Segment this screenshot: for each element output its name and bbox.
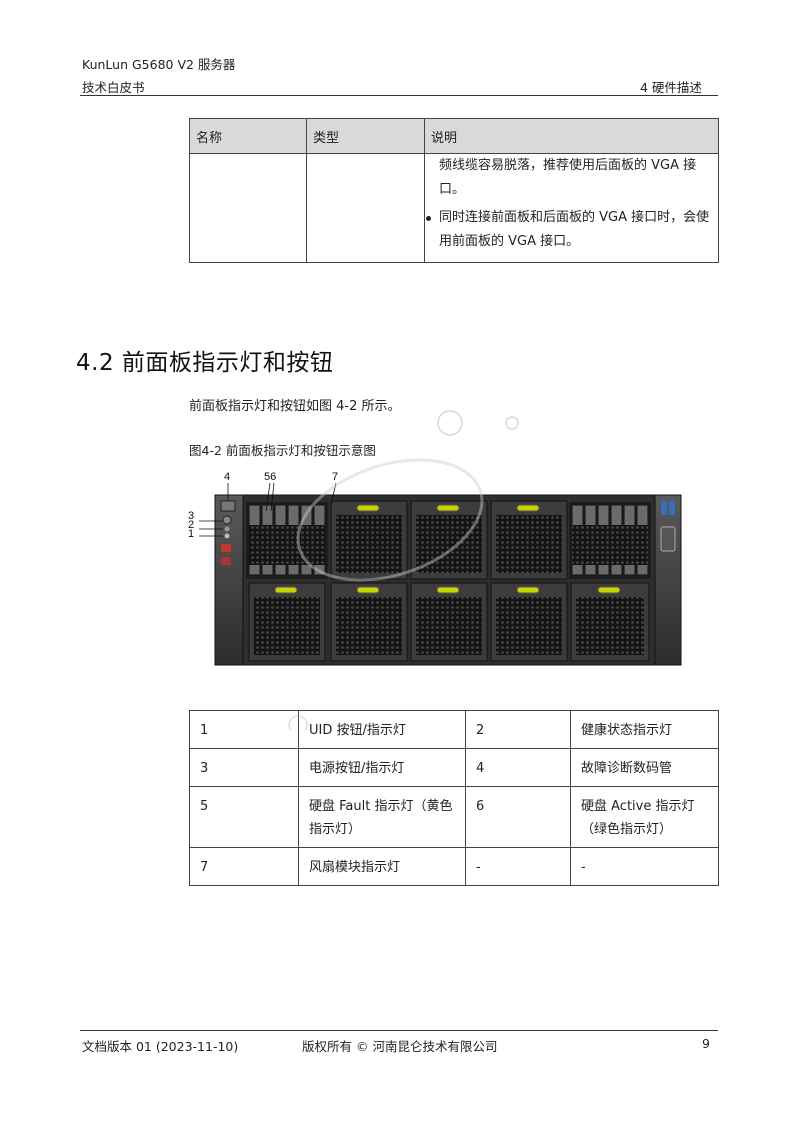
legend-row: 1 UID 按钮/指示灯 2 健康状态指示灯 [189, 710, 719, 749]
legend-num: - [465, 847, 571, 886]
callout-4: 4 [224, 471, 230, 483]
power-button-icon [222, 515, 232, 525]
desc-bullet-item: 同时连接前面板和后面板的 VGA 接口时，会使用前面板的 VGA 接口。 [425, 206, 718, 254]
legend-label: 风扇模块指示灯 [298, 847, 466, 886]
cell-type [306, 153, 425, 263]
health-led [224, 526, 230, 532]
legend-table: 1 UID 按钮/指示灯 2 健康状态指示灯 3 电源按钮/指示灯 4 故障诊断… [189, 710, 719, 886]
section-intro: 前面板指示灯和按钮如图 4-2 所示。 [189, 399, 401, 414]
callout-56: 56 [264, 471, 276, 483]
legend-label: UID 按钮/指示灯 [298, 710, 466, 749]
legend-label: 故障诊断数码管 [570, 748, 719, 787]
legend-row: 7 风扇模块指示灯 - - [189, 847, 719, 886]
col-header-name: 名称 [189, 118, 307, 154]
callout-lines [199, 482, 337, 537]
figure-caption: 图4-2 前面板指示灯和按钮示意图 [189, 443, 376, 458]
legend-num: 7 [189, 847, 299, 886]
footer-rule [80, 1030, 718, 1031]
usb-port-icon-2 [221, 557, 231, 565]
legend-num: 1 [189, 710, 299, 749]
legend-label: 电源按钮/指示灯 [298, 748, 466, 787]
cell-desc: 频线缆容易脱落，推荐使用后面板的 VGA 接口。 同时连接前面板和后面板的 VG… [424, 153, 719, 263]
callout-2: 2 [188, 519, 194, 531]
footer-version: 文档版本 01 (2023-11-10) [82, 1039, 239, 1054]
header-chapter: 4 硬件描述 [640, 80, 702, 95]
legend-row: 3 电源按钮/指示灯 4 故障诊断数码管 [189, 748, 719, 787]
diagnostic-display [220, 500, 236, 512]
fan-module-bottom-1 [248, 582, 326, 662]
legend-label: 硬盘 Active 指示灯（绿色指示灯） [570, 786, 719, 848]
section-title: 4.2 前面板指示灯和按钮 [76, 350, 334, 376]
fan-module-top-3 [490, 500, 568, 580]
legend-num: 5 [189, 786, 299, 848]
usb-blue-icon [661, 501, 667, 515]
legend-num: 3 [189, 748, 299, 787]
cell-name [189, 153, 307, 263]
footer-copyright: 版权所有 © 河南昆仑技术有限公司 [302, 1039, 498, 1054]
legend-num: 2 [465, 710, 571, 749]
front-panel-figure: 4 56 7 3 2 1 [188, 471, 682, 666]
uid-button-icon [224, 533, 230, 539]
fan-module-bottom-3 [410, 582, 488, 662]
legend-row: 5 硬盘 Fault 指示灯（黄色指示灯） 6 硬盘 Active 指示灯（绿色… [189, 786, 719, 848]
page-number: 9 [702, 1036, 710, 1051]
header-product: KunLun G5680 V2 服务器 [82, 57, 236, 72]
usb-blue-icon-2 [669, 501, 675, 515]
callout-1: 1 [188, 528, 194, 540]
drive-cage-right [569, 502, 651, 579]
desc-continued-text: 频线缆容易脱落，推荐使用后面板的 VGA 接口。 [439, 158, 697, 197]
fan-module-top-2 [410, 500, 488, 580]
right-ear [654, 494, 682, 666]
header-rule [80, 95, 718, 96]
legend-num: 6 [465, 786, 571, 848]
drive-cage-left [246, 502, 328, 579]
interfaces-table-continued: 名称 类型 说明 频线缆容易脱落，推荐使用后面板的 VGA 接口。 同时连接前面… [189, 118, 719, 263]
fan-module-top-1 [330, 500, 408, 580]
header-doc-type: 技术白皮书 [82, 80, 145, 95]
legend-label: - [570, 847, 719, 886]
fan-module-bottom-2 [330, 582, 408, 662]
fan-module-bottom-5 [570, 582, 650, 662]
callout-7: 7 [332, 471, 338, 483]
legend-label: 硬盘 Fault 指示灯（黄色指示灯） [298, 786, 466, 848]
vga-port-icon [660, 526, 676, 552]
fan-module-bottom-4 [490, 582, 568, 662]
usb-port-icon [221, 544, 231, 552]
col-header-desc: 说明 [424, 118, 719, 154]
col-header-type: 类型 [306, 118, 425, 154]
legend-num: 4 [465, 748, 571, 787]
callout-labels: 4 56 7 3 2 1 [188, 471, 338, 540]
legend-label: 健康状态指示灯 [570, 710, 719, 749]
callout-3: 3 [188, 510, 194, 522]
